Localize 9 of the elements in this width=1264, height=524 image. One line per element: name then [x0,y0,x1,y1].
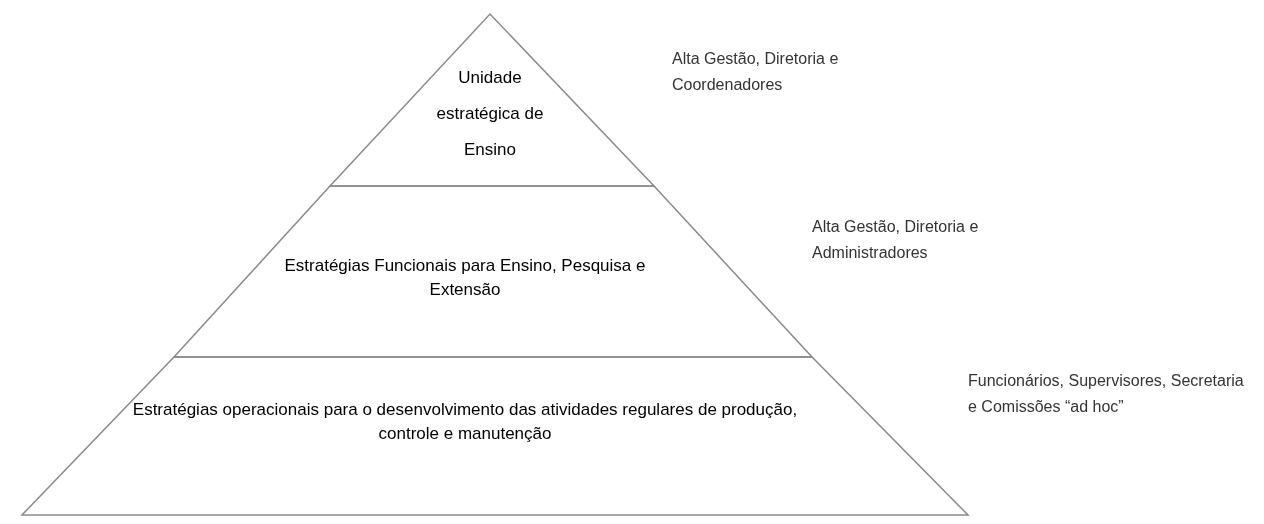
pyramid-tier [174,186,812,357]
tier-label: Unidade estratégica de Ensino [435,67,545,161]
tier-label: Estratégias Funcionais para Ensino, Pesquisa e Extensão [283,255,647,301]
level-note: Alta Gestão, Diretoria e Coordenadores [672,49,840,95]
pyramid-tier [330,14,654,186]
level-note: Funcionários, Supervisores, Secretaria e Comissões “ad hoc” [968,371,1245,417]
tier-label: Estratégias operacionais para o desenvolvimento das atividades regulares de produção, controle e manutenção [131,399,799,445]
pyramid-tier [22,357,968,515]
level-note: Alta Gestão, Diretoria e Administradores [812,217,980,263]
